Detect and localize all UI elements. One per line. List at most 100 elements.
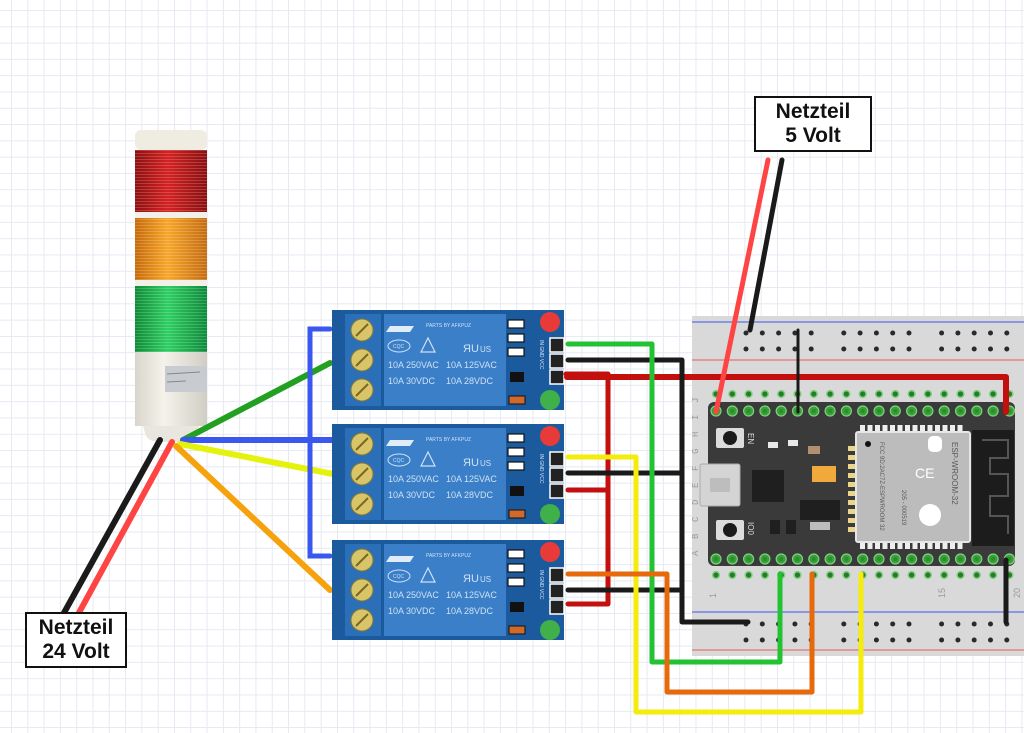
rail-hole[interactable]	[873, 637, 879, 643]
rail-hole[interactable]	[890, 346, 896, 352]
en-button[interactable]	[716, 428, 744, 448]
rail-hole[interactable]	[759, 330, 765, 336]
breadboard-hole[interactable]	[777, 389, 786, 399]
relay-pin-in[interactable]	[549, 451, 565, 467]
rail-hole[interactable]	[906, 637, 912, 643]
rail-hole[interactable]	[759, 621, 765, 627]
rail-hole[interactable]	[988, 621, 993, 627]
rail-hole[interactable]	[955, 330, 961, 336]
breadboard-hole[interactable]	[923, 570, 933, 580]
rail-hole[interactable]	[857, 346, 863, 352]
rail-hole[interactable]	[792, 330, 798, 336]
breadboard-hole[interactable]	[891, 389, 900, 399]
breadboard-hole[interactable]	[825, 570, 835, 580]
rail-hole[interactable]	[939, 637, 945, 643]
relay-pin-gnd[interactable]	[549, 353, 565, 369]
breadboard-hole[interactable]	[809, 389, 818, 399]
breadboard-hole[interactable]	[972, 570, 981, 580]
pin-labels: IN GND VCC	[538, 570, 544, 600]
rail-hole[interactable]	[743, 346, 749, 352]
rail-hole[interactable]	[906, 330, 912, 336]
wire-tower-24v-red	[72, 439, 175, 623]
breadboard-hole[interactable]	[874, 389, 884, 399]
rail-hole[interactable]	[955, 346, 961, 352]
rail-hole[interactable]	[971, 330, 977, 336]
breadboard-hole[interactable]	[891, 570, 900, 580]
rail-hole[interactable]	[906, 346, 912, 352]
breadboard-hole[interactable]	[940, 389, 949, 399]
relay-pin-in[interactable]	[549, 567, 565, 583]
breadboard-hole[interactable]	[956, 570, 965, 580]
breadboard-hole[interactable]	[842, 389, 851, 399]
rail-hole[interactable]	[1004, 637, 1010, 643]
rail-hole[interactable]	[841, 330, 847, 336]
rail-hole[interactable]	[743, 637, 749, 643]
breadboard-hole[interactable]	[728, 389, 737, 399]
boot-button[interactable]	[716, 520, 744, 540]
rail-hole[interactable]	[792, 346, 798, 352]
breadboard-hole[interactable]	[956, 389, 965, 399]
relay-pin-in[interactable]	[549, 337, 565, 353]
rail-hole[interactable]	[890, 637, 896, 643]
rail-hole[interactable]	[988, 330, 993, 336]
wire-tower-orange	[173, 443, 333, 593]
breadboard-hole[interactable]	[972, 389, 981, 399]
breadboard-hole[interactable]	[988, 389, 998, 399]
rail-hole[interactable]	[857, 330, 863, 336]
relay-pin-vcc[interactable]	[549, 483, 565, 499]
relay-pin-gnd[interactable]	[549, 583, 565, 599]
rail-hole[interactable]	[808, 330, 814, 336]
rail-hole[interactable]	[971, 637, 977, 643]
rail-hole[interactable]	[841, 621, 847, 627]
relay-pin-vcc[interactable]	[549, 369, 565, 385]
rail-hole[interactable]	[776, 346, 782, 352]
rail-hole[interactable]	[808, 346, 814, 352]
relay-pin-vcc[interactable]	[549, 599, 565, 615]
rail-hole[interactable]	[971, 621, 977, 627]
rail-hole[interactable]	[841, 346, 847, 352]
breadboard-hole[interactable]	[825, 389, 835, 399]
breadboard-hole[interactable]	[793, 570, 802, 580]
rail-hole[interactable]	[759, 346, 765, 352]
rail-hole[interactable]	[971, 346, 977, 352]
rail-hole[interactable]	[890, 621, 896, 627]
breadboard-hole[interactable]	[728, 570, 737, 580]
breadboard-hole[interactable]	[760, 570, 770, 580]
rail-hole[interactable]	[939, 346, 945, 352]
breadboard-hole[interactable]	[744, 389, 753, 399]
rail-hole[interactable]	[841, 637, 847, 643]
row-letter-i: I	[691, 415, 701, 420]
rail-hole[interactable]	[759, 637, 765, 643]
breadboard-hole[interactable]	[907, 389, 916, 399]
breadboard-hole[interactable]	[874, 570, 884, 580]
breadboard-hole[interactable]	[744, 570, 753, 580]
breadboard-hole[interactable]	[858, 389, 867, 399]
breadboard-hole[interactable]	[988, 570, 998, 580]
rail-hole[interactable]	[890, 330, 896, 336]
rail-hole[interactable]	[873, 621, 879, 627]
breadboard-hole[interactable]	[923, 389, 933, 399]
relay-brand: PARTS BY AFKPUZ	[426, 323, 471, 329]
rail-hole[interactable]	[873, 346, 879, 352]
relay-pin-gnd[interactable]	[549, 467, 565, 483]
breadboard-hole[interactable]	[842, 570, 851, 580]
rail-hole[interactable]	[792, 621, 798, 627]
rail-hole[interactable]	[988, 346, 993, 352]
rail-hole[interactable]	[906, 621, 912, 627]
rail-hole[interactable]	[776, 330, 782, 336]
tower-sticker	[165, 366, 207, 392]
rail-hole[interactable]	[939, 621, 945, 627]
breadboard-hole[interactable]	[907, 570, 916, 580]
rail-hole[interactable]	[955, 621, 961, 627]
breadboard-hole[interactable]	[711, 570, 721, 580]
rail-hole[interactable]	[873, 330, 879, 336]
rail-hole[interactable]	[792, 637, 798, 643]
breadboard-hole[interactable]	[760, 389, 770, 399]
rail-hole[interactable]	[1004, 346, 1010, 352]
rail-hole[interactable]	[939, 330, 945, 336]
rail-hole[interactable]	[743, 330, 749, 336]
rail-hole[interactable]	[1004, 330, 1010, 336]
rail-hole[interactable]	[988, 637, 993, 643]
breadboard-hole[interactable]	[940, 570, 949, 580]
rail-hole[interactable]	[955, 637, 961, 643]
